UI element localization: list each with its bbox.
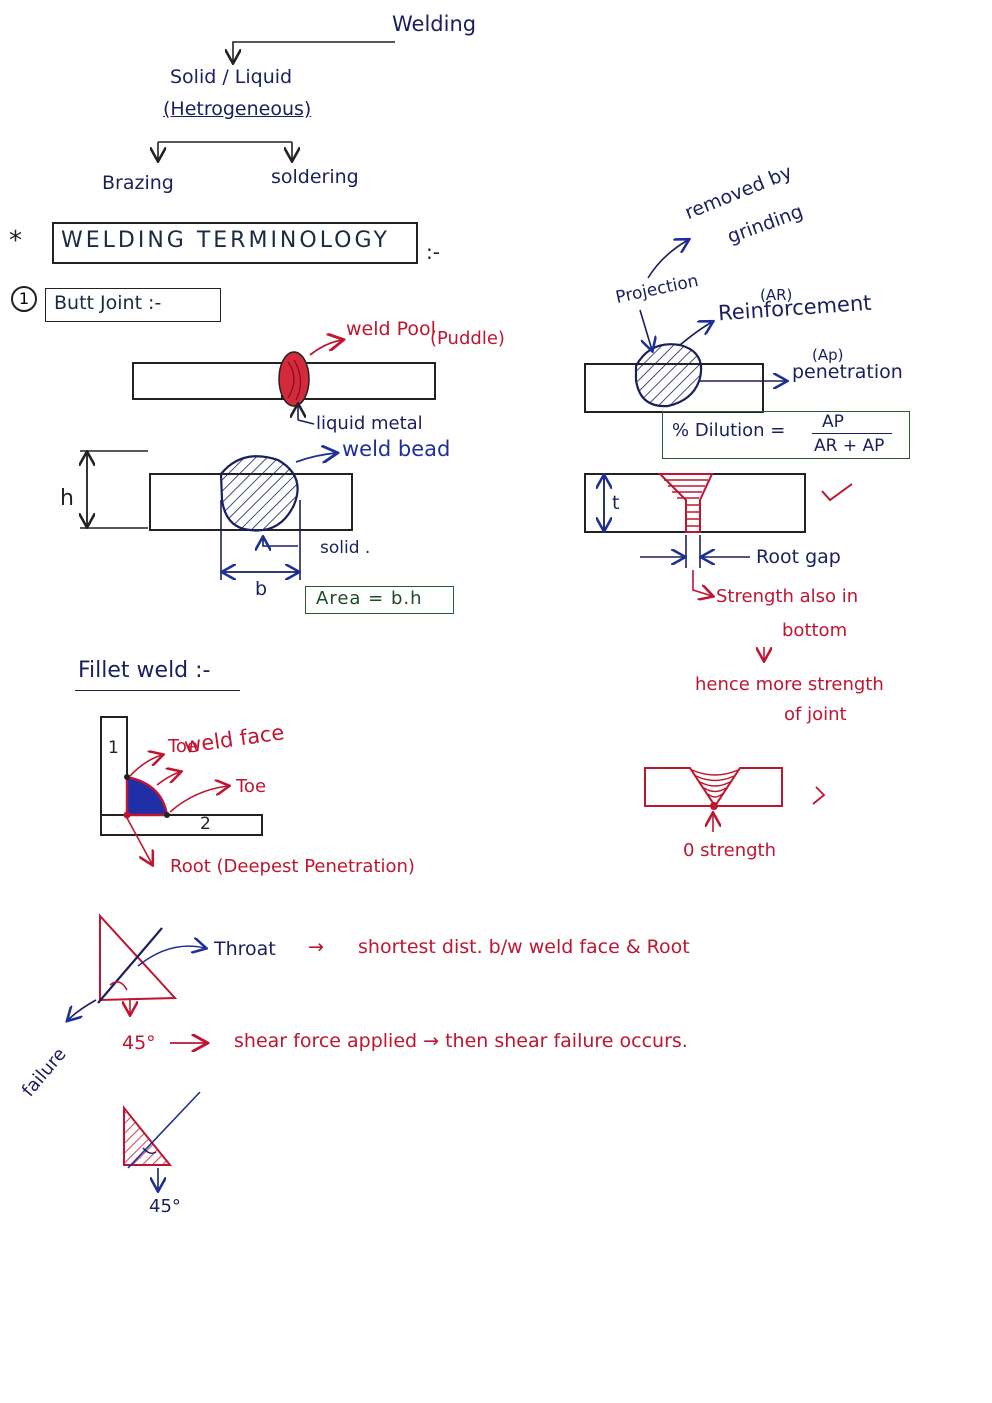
- ap-label: (Ap): [812, 346, 844, 364]
- v-groove-weld: [644, 767, 783, 808]
- heading-title: WELDING TERMINOLOGY: [61, 228, 390, 253]
- height-label: h: [60, 486, 74, 511]
- plate-1-label: 1: [108, 738, 119, 758]
- toe-top-label: Toe: [168, 736, 199, 757]
- hence-line2: of joint: [784, 704, 847, 725]
- weld-bead-label: weld bead: [342, 437, 451, 461]
- liquid-metal-label: liquid metal: [316, 413, 423, 434]
- penetration-label: penetration: [792, 361, 903, 383]
- angle-bottom-label: 45°: [149, 1196, 181, 1217]
- hence-line1: hence more strength: [695, 674, 884, 695]
- toe-right-label: Toe: [236, 776, 267, 797]
- weld-bead-shape: [219, 455, 299, 532]
- strength-bottom-line1: Strength also in: [716, 586, 859, 607]
- cross-icon: [812, 786, 826, 805]
- check-icon: [821, 483, 853, 502]
- area-formula: Area = b.h: [316, 588, 423, 609]
- weld-pool-label: weld Pool: [346, 318, 436, 340]
- dilution-label: % Dilution =: [672, 420, 786, 441]
- fillet-title-underline: [75, 690, 240, 691]
- tree-leaf-soldering: soldering: [271, 166, 359, 188]
- weld-pool-arrow: [309, 340, 342, 356]
- fillet-plates: [100, 716, 263, 836]
- dilution-denominator: AR + AP: [814, 436, 885, 456]
- hatched-triangle: [123, 1105, 173, 1166]
- plate-2-label: 2: [200, 814, 211, 834]
- heading-box: [52, 222, 418, 264]
- tree-root: Welding: [392, 12, 477, 36]
- butt-joint-title-box: [45, 288, 221, 322]
- angle-label: 45°: [122, 1032, 156, 1054]
- ar-label: (AR): [760, 286, 793, 304]
- throat-arrow: →: [308, 936, 324, 958]
- tree-leaf-brazing: Brazing: [102, 172, 174, 194]
- reinforcement-bead: [634, 343, 703, 408]
- root-gap-weld: [657, 473, 714, 533]
- star-bullet: *: [9, 226, 22, 256]
- width-label: b: [255, 578, 268, 600]
- heading-suffix: :-: [426, 240, 440, 264]
- dilution-box: [662, 411, 910, 459]
- root-gap-label: Root gap: [756, 546, 841, 568]
- shear-text: shear force applied → then shear failure…: [234, 1030, 688, 1052]
- puddle-label: (Puddle): [430, 328, 505, 349]
- fraction-bar: [812, 433, 892, 434]
- fillet-title: Fillet weld :-: [78, 658, 211, 683]
- tree-child-note: (Hetrogeneous): [163, 98, 312, 120]
- strength-bottom-line2: bottom: [782, 620, 848, 641]
- throat-definition: shortest dist. b/w weld face & Root: [358, 936, 690, 958]
- solid-label: solid .: [320, 538, 371, 558]
- throat-label: Throat: [214, 938, 276, 960]
- area-box: [305, 586, 454, 614]
- tree-connectors: [158, 41, 395, 160]
- butt-joint-title: Butt Joint :-: [54, 292, 162, 314]
- thickness-label: t: [612, 492, 620, 514]
- section-number: 1: [11, 286, 37, 312]
- tree-child: Solid / Liquid: [170, 66, 293, 88]
- root-label: Root (Deepest Penetration): [170, 856, 415, 877]
- zero-strength-label: 0 strength: [683, 840, 776, 861]
- dilution-numerator: AP: [822, 412, 844, 432]
